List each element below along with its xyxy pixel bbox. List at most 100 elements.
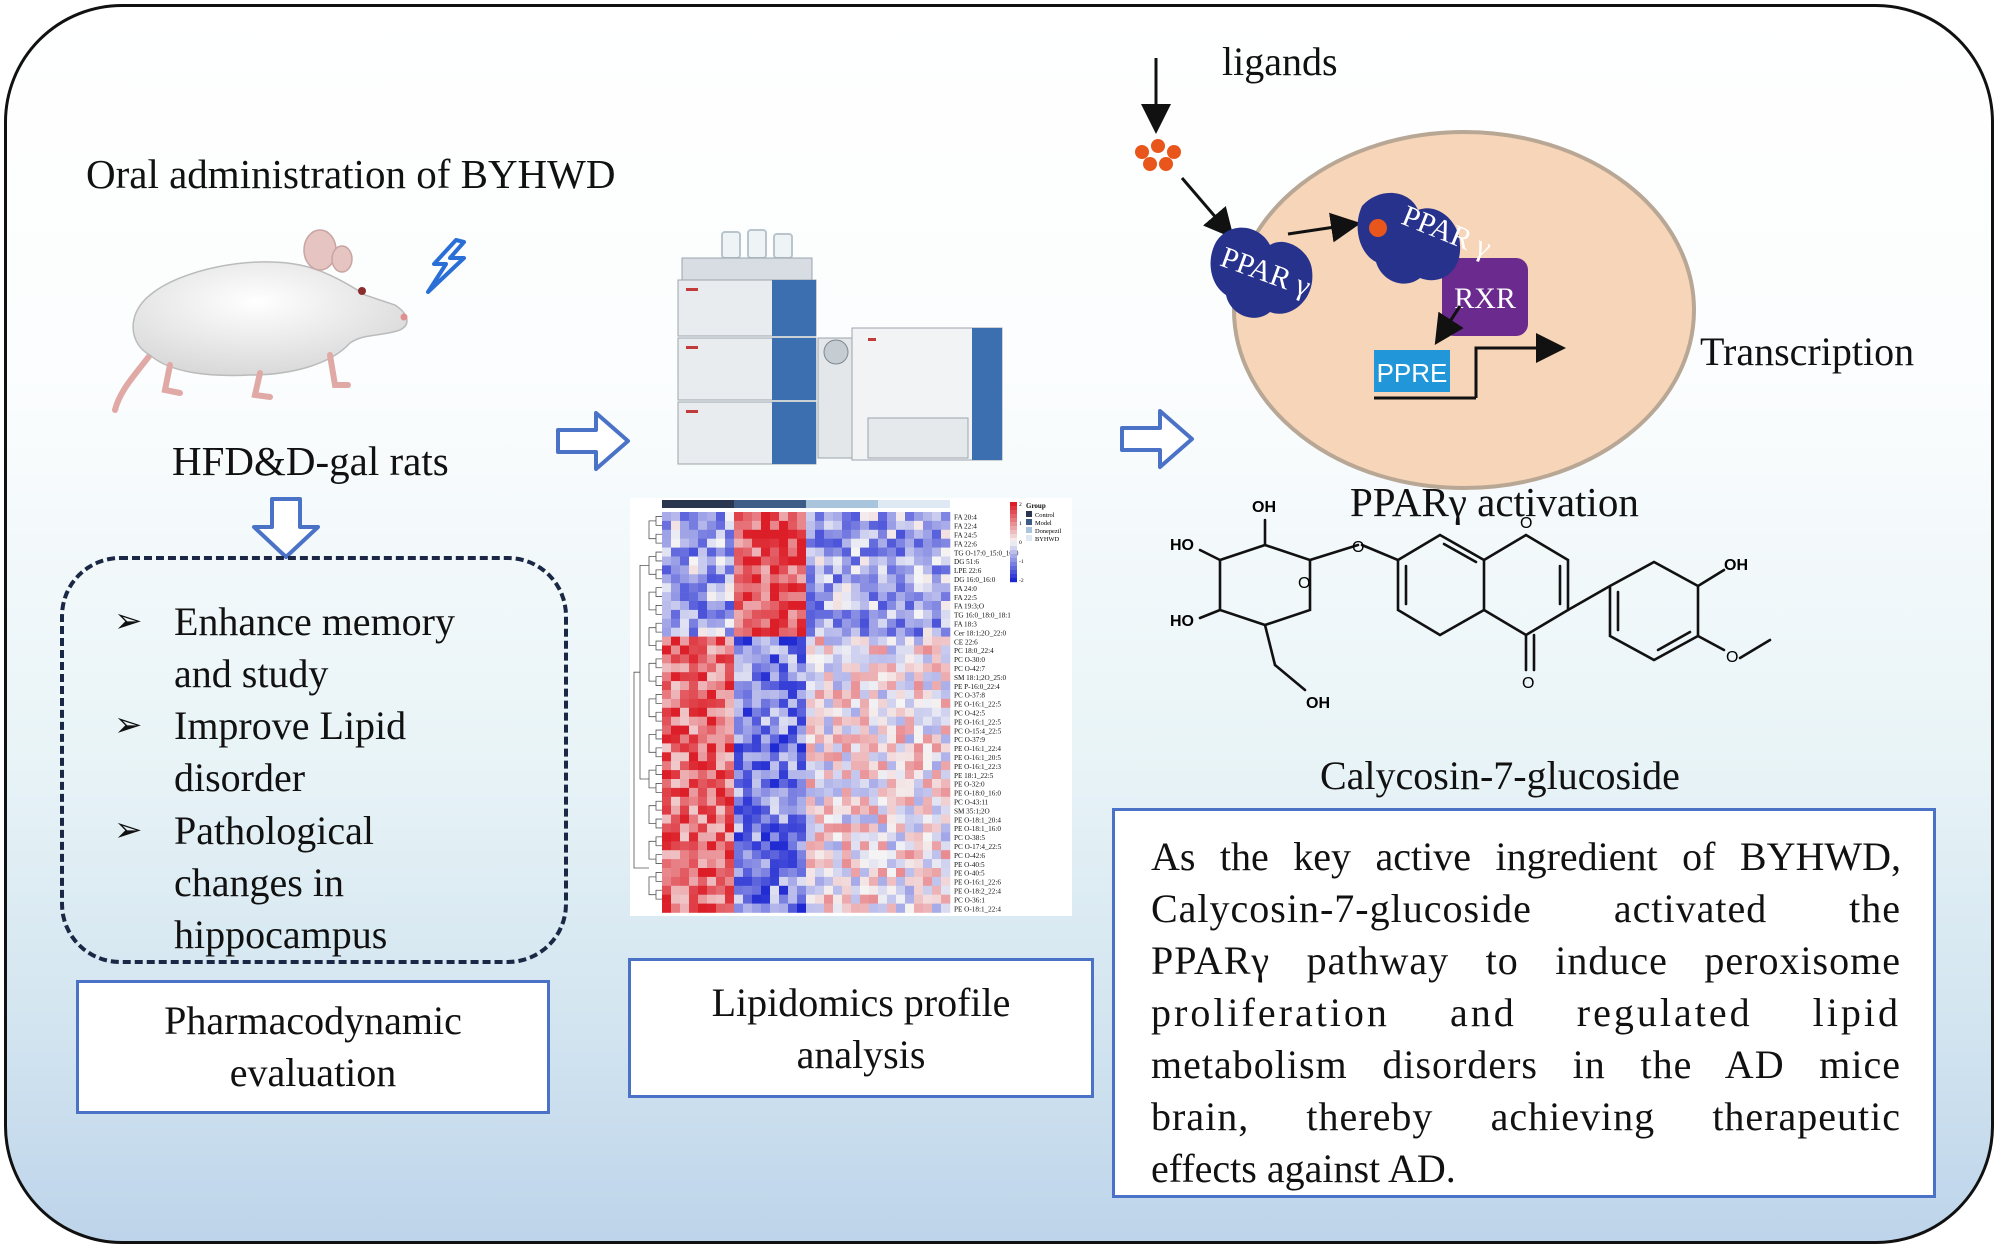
heatmap-cell: [680, 734, 690, 744]
heatmap-cell: [941, 823, 951, 833]
heatmap-cell: [797, 538, 807, 548]
heatmap-cell: [905, 520, 915, 531]
heatmap-cell: [761, 903, 771, 913]
heatmap-cell: [914, 636, 924, 646]
ligands-label: ligands: [1222, 39, 1338, 84]
heatmap-row-label: TG O-17:0_15:0_16:0: [954, 549, 1019, 557]
heatmap-cell: [770, 770, 780, 780]
heatmap-cell: [716, 538, 726, 548]
heatmap-cell: [914, 672, 924, 682]
heatmap-cell: [806, 618, 816, 628]
heatmap-cell: [815, 859, 825, 869]
heatmap-cell: [779, 636, 789, 646]
heatmap-cell: [707, 761, 717, 771]
heatmap-cell: [923, 752, 933, 762]
heatmap-cell: [671, 868, 681, 878]
heatmap-cell: [716, 707, 726, 717]
heatmap-row-label: PE O-16:1_22:3: [954, 763, 1001, 771]
heatmap-row-label: PE O-16:1_22:5: [954, 718, 1001, 726]
heatmap-cell: [689, 814, 699, 824]
atom-label: O: [1520, 515, 1532, 532]
heatmap-cell: [671, 574, 681, 584]
lightning-icon: [426, 238, 466, 294]
heatmap-cell: [689, 868, 699, 878]
scale-tick-label: 2: [1019, 502, 1022, 508]
heatmap-cell: [932, 832, 942, 842]
heatmap-cell: [878, 876, 888, 887]
heatmap-cell: [779, 859, 789, 869]
heatmap-cell: [914, 592, 924, 602]
heatmap-cell: [761, 841, 771, 851]
heatmap-cell: [716, 876, 726, 887]
heatmap-cell: [824, 814, 834, 824]
heatmap-cell: [869, 520, 879, 531]
heatmap-cell: [941, 725, 951, 735]
heatmap-cell: [896, 512, 906, 522]
heatmap-cell: [725, 601, 735, 611]
heatmap-cell: [806, 725, 816, 735]
heatmap-cell: [896, 556, 906, 566]
heatmap-cell: [797, 672, 807, 682]
heatmap-cell: [860, 592, 870, 602]
heatmap-cell: [878, 698, 888, 709]
heatmap-cell: [851, 770, 861, 780]
heatmap-cell: [671, 814, 681, 824]
scale-tick-label: -1: [1019, 559, 1024, 565]
heatmap-cell: [851, 850, 861, 860]
heatmap-cell: [716, 903, 726, 913]
heatmap-cell: [824, 529, 834, 539]
heatmap-cell: [914, 761, 924, 771]
heatmap-cell: [932, 698, 942, 709]
heatmap-cell: [671, 805, 681, 815]
heatmap-cell: [914, 698, 924, 709]
heatmap-cell: [851, 903, 861, 913]
summary-line: proliferation and regulated lipid: [1151, 990, 1901, 1035]
heatmap-cell: [941, 538, 951, 548]
heatmap-row-label: PE O-18:1_22:4: [954, 905, 1001, 913]
heatmap-cell: [680, 698, 690, 709]
heatmap-cell: [914, 734, 924, 744]
heatmap-cell: [689, 547, 699, 557]
heatmap-cell: [671, 761, 681, 771]
atom-label: O: [1726, 649, 1738, 666]
heatmap-cell: [941, 779, 951, 789]
heatmap-cell: [941, 583, 951, 593]
heatmap-cell: [878, 592, 888, 602]
heatmap-cell: [815, 547, 825, 557]
heatmap-cell: [743, 707, 753, 717]
heatmap-cell: [725, 512, 735, 522]
heatmap-cell: [671, 876, 681, 887]
heatmap-cell: [806, 814, 816, 824]
heatmap-cell: [680, 556, 690, 566]
heatmap-cell: [707, 654, 717, 664]
heatmap-cell: [761, 627, 771, 637]
scale-tick-label: -2: [1019, 578, 1024, 584]
heatmap-cell: [779, 876, 789, 887]
heatmap-cell: [923, 529, 933, 539]
heatmap-cell: [725, 529, 735, 539]
heatmap-cell: [689, 823, 699, 833]
ppre-label: PPRE: [1377, 358, 1448, 388]
heatmap-cell: [860, 841, 870, 851]
heatmap-cell: [743, 805, 753, 815]
heatmap-cell: [887, 547, 897, 557]
heatmap-cell: [734, 601, 744, 611]
heatmap-cell: [671, 841, 681, 851]
heatmap-cell: [851, 618, 861, 628]
heatmap-cell: [779, 850, 789, 860]
heatmap-cell: [869, 770, 879, 780]
heatmap-cell: [698, 796, 708, 806]
heatmap-cell: [698, 512, 708, 522]
heatmap-cell: [752, 787, 762, 798]
heatmap-cell: [752, 752, 762, 762]
heatmap-cell: [815, 574, 825, 584]
heatmap-cell: [689, 663, 699, 673]
heatmap-cell: [932, 583, 942, 593]
heatmap-row-label: DG 16:0_16:0: [954, 576, 996, 584]
heatmap-cell: [869, 859, 879, 869]
heatmap-cell: [887, 894, 897, 904]
heatmap-cell: [824, 876, 834, 887]
heatmap-cell: [689, 565, 699, 575]
heatmap-cell: [842, 841, 852, 851]
heatmap-cell: [806, 636, 816, 646]
